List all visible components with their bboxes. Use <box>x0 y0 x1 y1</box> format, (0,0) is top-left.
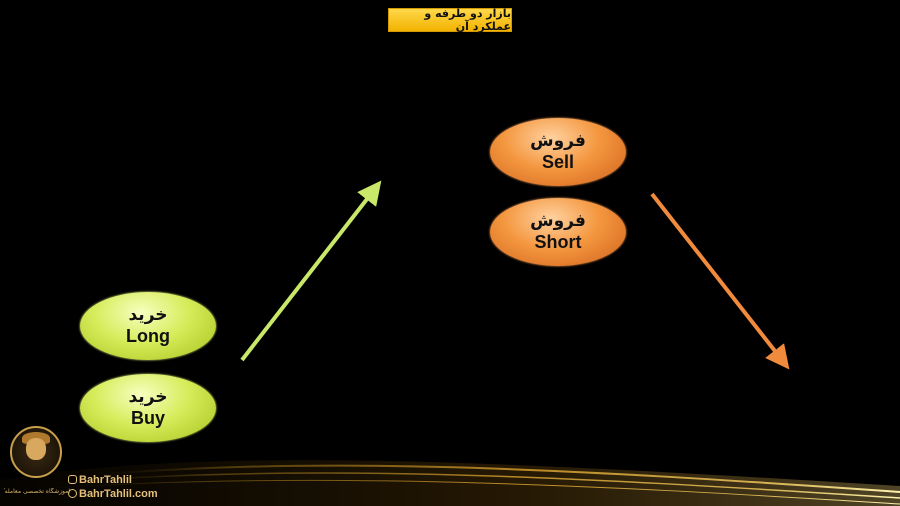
buy-oval-long-fa: خرید <box>128 305 168 325</box>
sell-oval-short-fa: فروش <box>530 211 586 231</box>
instagram-icon <box>68 475 77 484</box>
sell-oval-sell: فروش Sell <box>490 118 626 186</box>
sell-oval-short: فروش Short <box>490 198 626 266</box>
buy-oval-long-en: Long <box>126 326 170 346</box>
instagram-text: BahrTahlil <box>79 474 132 486</box>
slide-title: بازار دو طرفه و عملکرد آن <box>388 7 512 33</box>
down-arrow <box>650 192 790 370</box>
buy-oval-long: خرید Long <box>80 292 216 360</box>
slide-title-text: بازار دو طرفه و عملکرد آن <box>424 7 511 33</box>
logo-face <box>26 438 46 460</box>
globe-icon <box>68 489 77 498</box>
logo-portrait <box>10 426 62 478</box>
logo-caption: آموزشگاه تخصصی معامله‌گری بحرتحلیل <box>4 488 70 495</box>
sell-oval-sell-en: Sell <box>541 152 575 172</box>
buy-oval-buy: خرید Buy <box>80 374 216 442</box>
up-arrow <box>240 180 382 362</box>
buy-oval-buy-en: Buy <box>130 408 165 428</box>
footer-swoosh <box>0 460 900 506</box>
instagram-handle[interactable]: BahrTahlil <box>68 474 132 486</box>
buy-oval-buy-fa: خرید <box>128 387 168 407</box>
sell-oval-sell-fa: فروش <box>530 131 586 151</box>
sell-oval-short-en: Short <box>534 232 582 252</box>
website-text: BahrTahlil.com <box>79 488 158 500</box>
website-link[interactable]: BahrTahlil.com <box>68 488 158 500</box>
